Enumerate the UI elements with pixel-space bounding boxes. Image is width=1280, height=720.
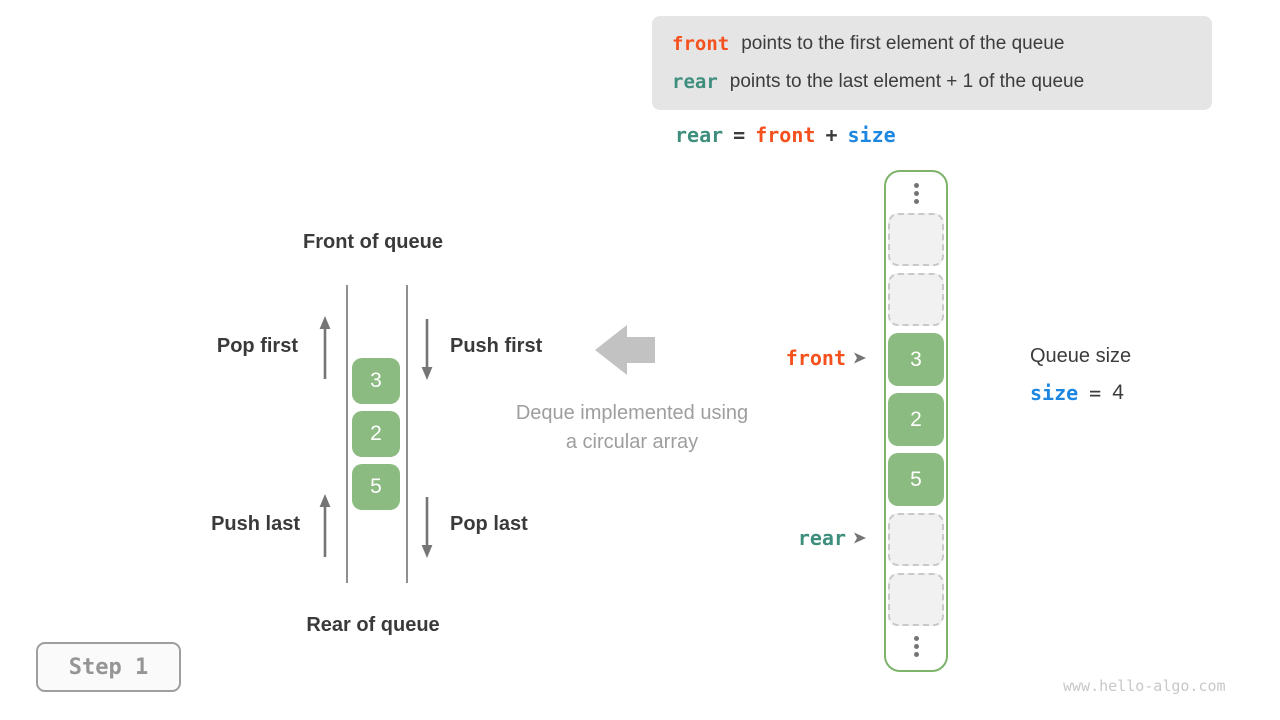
step-badge: Step 1 (36, 642, 181, 692)
pop-first-label: Pop first (216, 335, 298, 357)
rear-pointer-label: rear (797, 526, 846, 550)
size-keyword: size (1030, 381, 1079, 405)
legend-rear-text: points to the last element + 1 of the qu… (729, 71, 1085, 92)
front-pointer-label: front (785, 346, 846, 370)
watermark: www.hello-algo.com (1063, 677, 1226, 695)
circular-array-column: 3 2 5 (884, 170, 948, 672)
deque-value-stack: 3 2 5 (352, 358, 400, 510)
array-value-cell: 3 (888, 333, 944, 386)
pop-last-label: Pop last (450, 513, 528, 535)
front-pointer-arrow-icon (854, 352, 866, 364)
equation-equals: = (733, 123, 746, 147)
equation-size: size (847, 123, 896, 147)
push-last-label: Push last (211, 513, 300, 535)
deque-value-cell: 5 (352, 464, 400, 510)
pop-first-up-arrow-icon (319, 316, 331, 379)
equation-plus: + (825, 123, 838, 147)
front-pointer: front (760, 344, 866, 372)
size-equals: = (1089, 381, 1102, 405)
size-value: 4 (1112, 381, 1124, 404)
channel-line-right (406, 285, 408, 583)
legend-box: front points to the first element of the… (652, 16, 1212, 110)
caption-line2: a circular array (565, 431, 699, 453)
legend-front-text: points to the first element of the queue (741, 33, 1065, 54)
figure-caption: Deque implemented using a circular array (492, 399, 772, 457)
equation-rear: rear (675, 123, 724, 147)
rear-keyword: rear (672, 71, 718, 93)
rear-pointer-arrow-icon (854, 532, 866, 544)
left-arrow-icon (595, 325, 655, 375)
caption-line1: Deque implemented using (515, 402, 749, 424)
ellipsis-icon (913, 180, 919, 206)
equation-front: front (755, 123, 816, 147)
rear-equation: rear = front + size (675, 123, 896, 147)
push-first-label: Push first (450, 335, 543, 357)
push-last-up-arrow-icon (319, 494, 331, 557)
array-value-cell: 2 (888, 393, 944, 446)
legend-line-rear: rear points to the last element + 1 of t… (672, 67, 1192, 97)
queue-size-title: Queue size (1030, 345, 1132, 367)
rear-of-queue-heading: Rear of queue (306, 614, 440, 636)
channel-line-left (346, 285, 348, 583)
deque-value-cell: 2 (352, 411, 400, 457)
pop-last-down-arrow-icon (421, 497, 433, 558)
array-empty-cell (888, 573, 944, 626)
array-value-cell: 5 (888, 453, 944, 506)
legend-line-front: front points to the first element of the… (672, 29, 1192, 59)
front-of-queue-heading: Front of queue (303, 231, 443, 253)
push-first-down-arrow-icon (421, 319, 433, 380)
front-keyword: front (672, 33, 730, 55)
rear-pointer: rear (760, 524, 866, 552)
queue-size-value-line: size = 4 (1030, 381, 1124, 405)
ellipsis-icon (913, 633, 919, 659)
array-empty-cell (888, 513, 944, 566)
array-empty-cell (888, 213, 944, 266)
deque-value-cell: 3 (352, 358, 400, 404)
array-empty-cell (888, 273, 944, 326)
